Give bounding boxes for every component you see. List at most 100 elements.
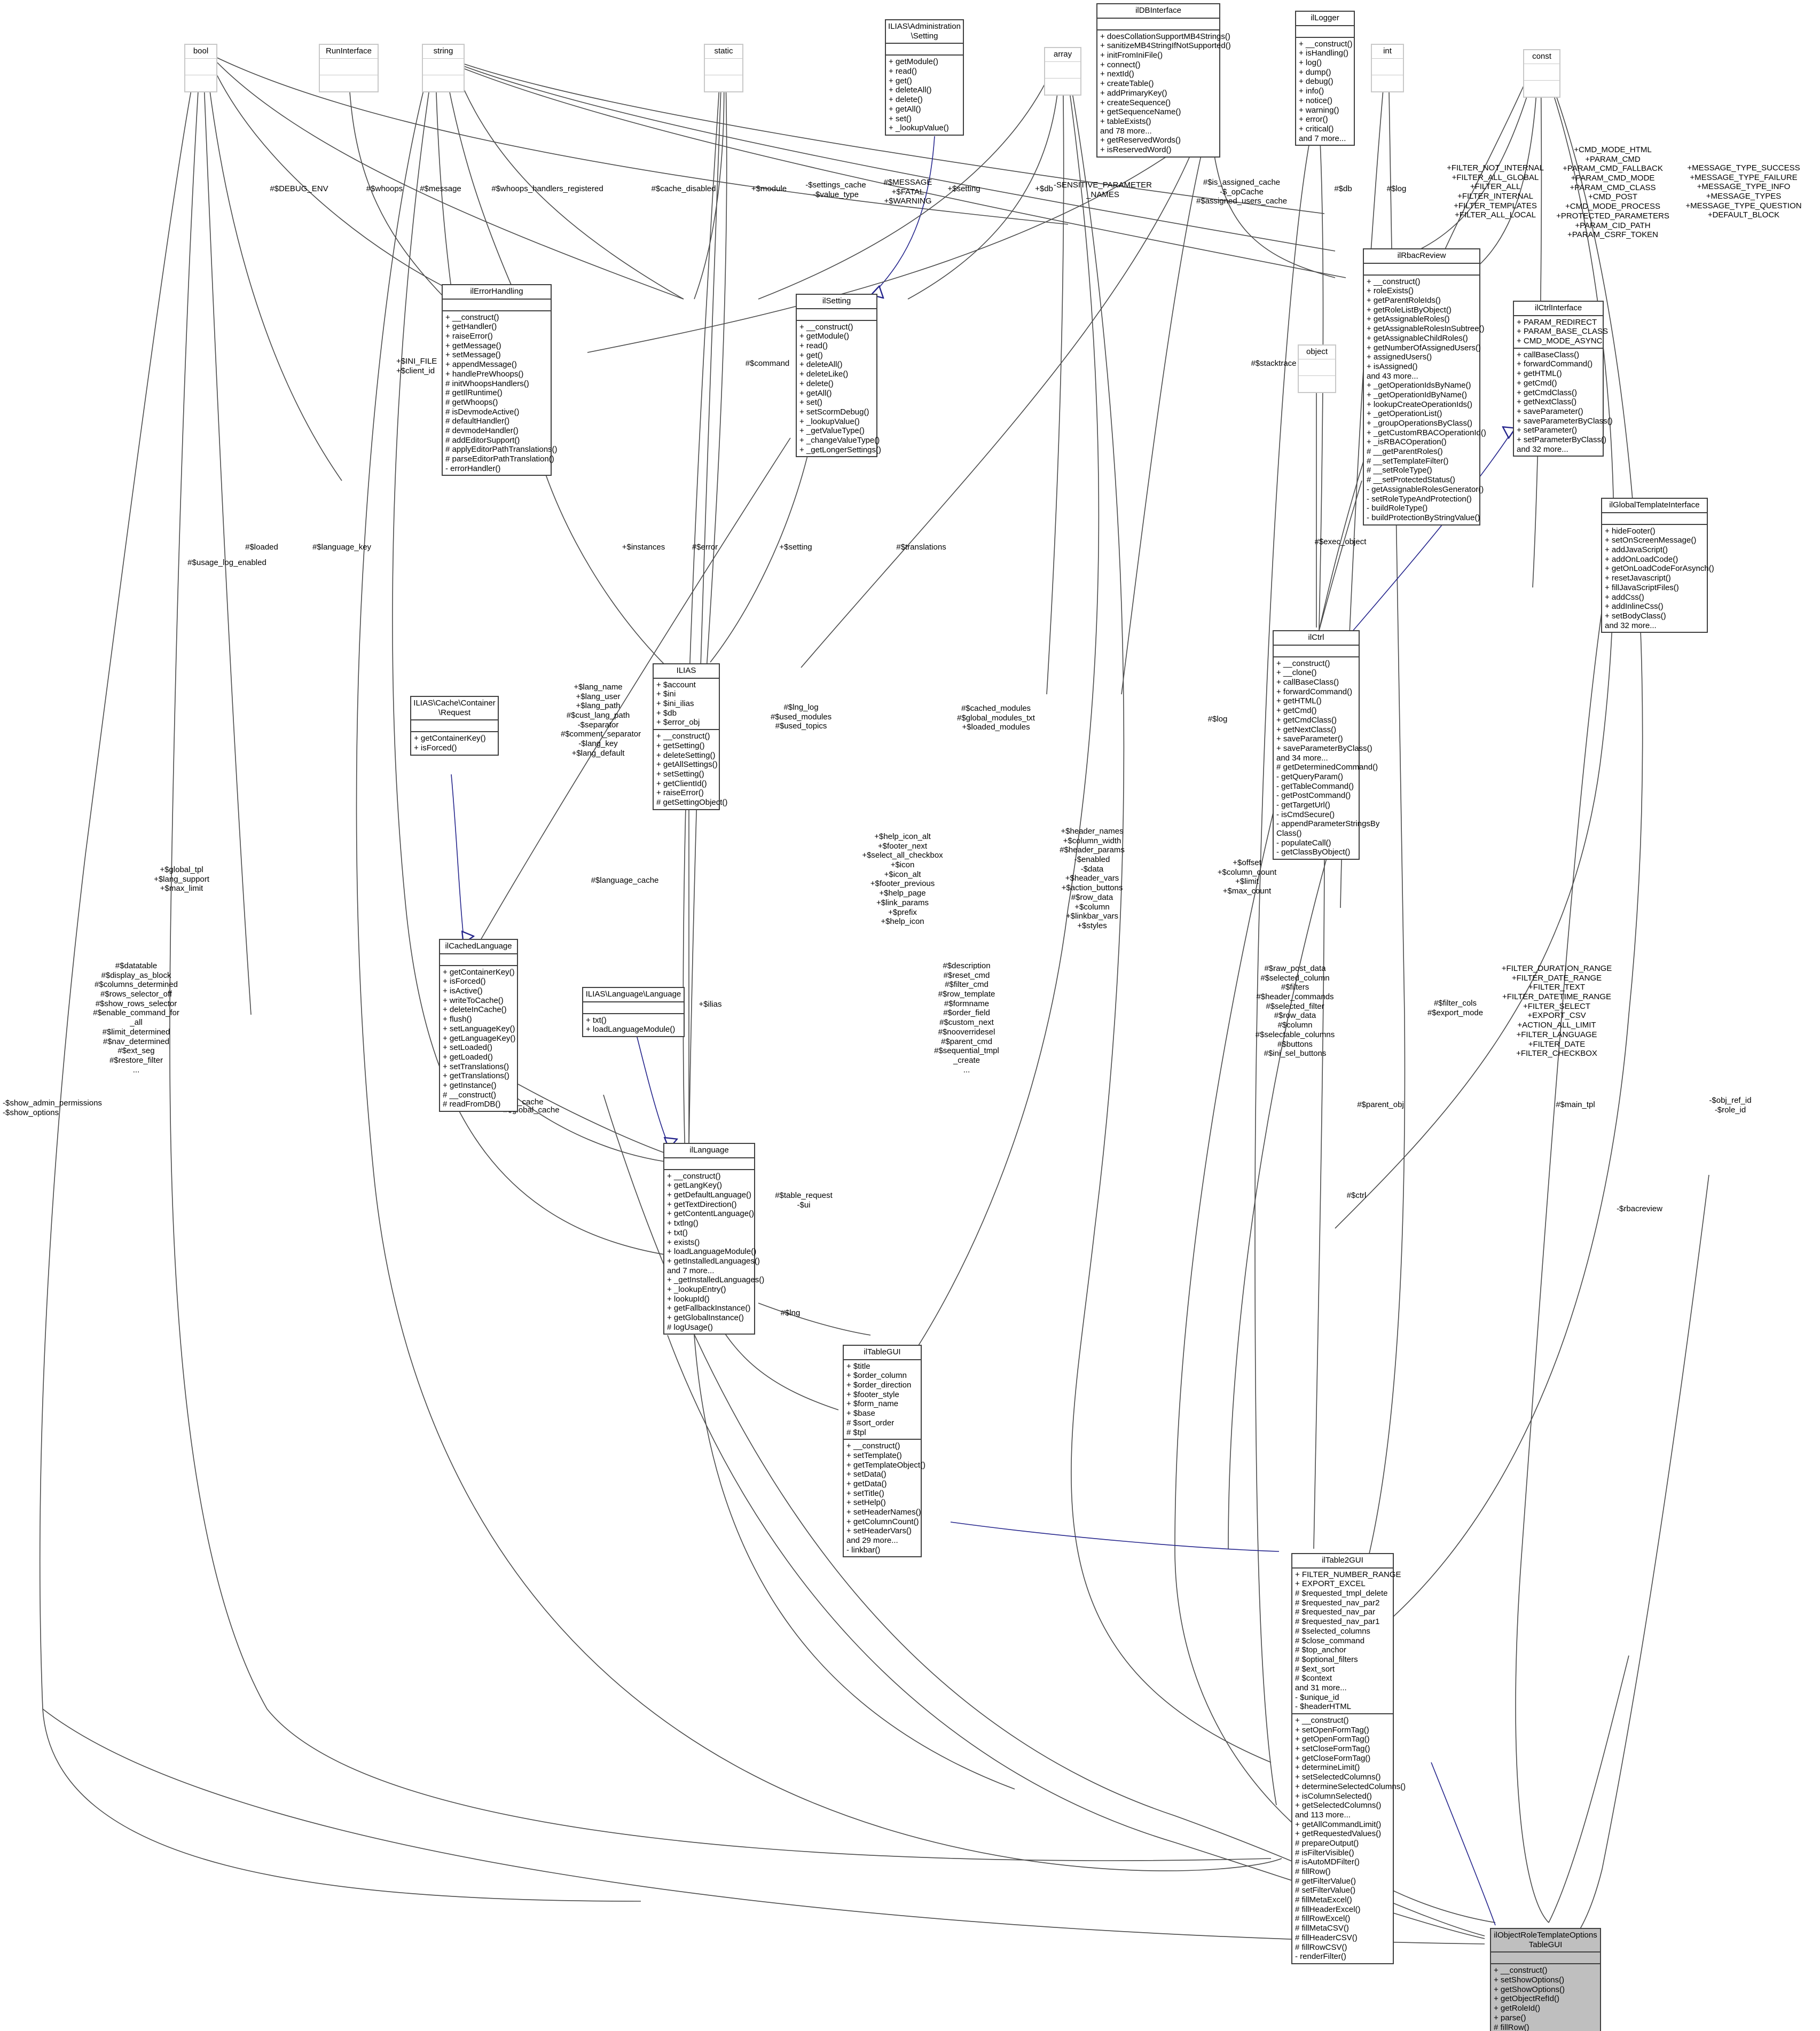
op-row: + forwardCommand() <box>1517 359 1593 369</box>
op-row: + __construct() <box>656 732 710 741</box>
uml-node-illanguage[interactable]: ilLanguage + __construct() + getLangKey(… <box>663 1143 764 1335</box>
op-row: + getAll() <box>799 388 832 398</box>
edge-label-header-names: +$header_names +$column_width #$header_p… <box>1060 827 1125 930</box>
edge-label-message: #$message <box>420 184 461 193</box>
op-row: # fillRowExcel() <box>1295 1914 1351 1924</box>
node-ops <box>1045 79 1080 95</box>
op-row: + setParameter() <box>1517 426 1577 435</box>
attr-row: # $requested_nav_par2 <box>1295 1598 1380 1607</box>
node-title: string <box>423 45 464 59</box>
node-title: ilSetting <box>797 295 876 309</box>
op-row: + deleteLike() <box>799 370 849 379</box>
uml-node-ilglobaltemplateinterface[interactable]: ilGlobalTemplateInterface + hideFooter()… <box>1601 498 1714 633</box>
op-row: + getTemplateObject() <box>846 1460 925 1470</box>
uml-node-iltablegui[interactable]: ilTableGUI + $title + $order_column + $o… <box>843 1345 925 1558</box>
op-row: # fillRow() <box>1494 2022 1529 2031</box>
op-row: # fillRowCSV() <box>1295 1942 1347 1952</box>
edge-label-cached-modules: #$cached_modules #$global_modules_txt +$… <box>957 704 1035 732</box>
attr-row: - $unique_id <box>1295 1692 1339 1702</box>
op-row: # fillHeaderExcel() <box>1295 1904 1361 1914</box>
op-row: # initWhoopsHandlers() <box>445 379 529 388</box>
node-title: ilCachedLanguage <box>440 940 517 954</box>
op-row: + isReservedWord() <box>1100 145 1172 154</box>
node-title: RunInterface <box>320 45 378 59</box>
op-row: + isForced() <box>443 977 486 986</box>
op-row: + sanitizeMB4StringIfNotSupported() <box>1100 41 1231 51</box>
attr-row: # $tpl <box>846 1428 866 1437</box>
uml-node-int[interactable]: int <box>1371 44 1404 92</box>
uml-node-ilias-cache-container-request[interactable]: ILIAS\Cache\Container \Request + getCont… <box>410 696 499 756</box>
uml-node-array[interactable]: array <box>1044 47 1081 96</box>
op-row: + txt() <box>586 1015 607 1025</box>
op-row: + hideFooter() <box>1605 526 1656 536</box>
uml-node-ildbinterface[interactable]: ilDBInterface + doesCollationSupportMB4S… <box>1096 3 1231 158</box>
op-row: + setCloseFormTag() <box>1295 1744 1370 1754</box>
edge-label-table-request: #$table_request -$ui <box>775 1191 833 1210</box>
node-ops: + doesCollationSupportMB4Strings() + san… <box>1097 30 1231 156</box>
op-row: + callBaseClass() <box>1517 350 1580 359</box>
uml-node-illogger[interactable]: ilLogger + __construct() + isHandling() … <box>1295 11 1355 146</box>
op-row: # logUsage() <box>667 1322 713 1332</box>
op-row: + __construct() <box>1295 1716 1349 1725</box>
node-ops: + getContainerKey() + isForced() + isAct… <box>440 966 517 1111</box>
op-row: + assignedUsers() <box>1367 352 1432 362</box>
op-row: + __construct() <box>846 1441 900 1451</box>
node-attrs <box>320 59 378 75</box>
edge-label-setting: +$setting <box>947 184 980 193</box>
op-row: + loadLanguageModule() <box>586 1025 676 1034</box>
node-ops: + __construct() + roleExists() + getPare… <box>1364 276 1486 524</box>
node-attrs <box>185 59 216 75</box>
op-row: + getNumberOfAssignedUsers() <box>1367 343 1481 352</box>
uml-node-iltable2gui[interactable]: ilTable2GUI + FILTER_NUMBER_RANGE + EXPO… <box>1291 1553 1406 1964</box>
uml-node-ilias[interactable]: ILIAS + $account + $ini + $ini_ilias + $… <box>653 663 727 810</box>
uml-node-ilerrorhandling[interactable]: ilErrorHandling + __construct() + getHan… <box>442 284 558 476</box>
uml-node-const[interactable]: const <box>1523 49 1560 98</box>
node-attrs <box>1274 646 1359 657</box>
op-row: + saveParameterByClass() <box>1276 743 1372 753</box>
op-row: + warning() <box>1299 105 1339 115</box>
uml-node-ilias-administration-setting[interactable]: ILIAS\Administration \Setting + getModul… <box>885 19 964 136</box>
op-row: # __setTemplateFilter() <box>1367 456 1449 466</box>
op-row: + notice() <box>1299 96 1332 105</box>
op-row: + getColumnCount() <box>846 1517 919 1526</box>
uml-node-static[interactable]: static <box>704 44 743 92</box>
uml-node-ilctrlinterface[interactable]: ilCtrlInterface + PARAM_REDIRECT + PARAM… <box>1513 301 1613 457</box>
node-ops <box>1372 75 1403 91</box>
op-row: + setSetting() <box>656 769 704 779</box>
node-attrs: + $title + $order_column + $order_direct… <box>844 1360 921 1440</box>
edge-label-offset: +$offset +$column_count +$limit +$max_co… <box>1217 858 1277 896</box>
op-row: + getCmdClass() <box>1517 388 1577 397</box>
op-row: + flush() <box>443 1015 472 1024</box>
uml-node-ilias-language-language[interactable]: ILIAS\Language\Language + txt() + loadLa… <box>582 987 685 1038</box>
op-row: + __construct() <box>445 312 499 322</box>
op-row: # getWhoops() <box>445 397 498 407</box>
op-row: + getAllSettings() <box>656 760 718 770</box>
op-row: + error() <box>1299 115 1328 124</box>
op-row: + getOpenFormTag() <box>1295 1735 1370 1744</box>
node-title: ILIAS\Administration \Setting <box>886 20 963 44</box>
node-attrs <box>440 954 517 966</box>
uml-node-ilsetting[interactable]: ilSetting + __construct() + getModule() … <box>796 294 881 458</box>
edge-label-usage-log-enabled: #$usage_log_enabled <box>187 558 266 567</box>
uml-node-ilctrl[interactable]: ilCtrl + __construct() + __clone() + cal… <box>1273 630 1379 860</box>
edge-label-sensitive-parameter-names: -SENSITIVE_PARAMETER _NAMES <box>1054 181 1152 199</box>
op-row: + determineLimit() <box>1295 1763 1360 1773</box>
op-row: + getNextClass() <box>1517 397 1577 407</box>
node-title: ilDBInterface <box>1097 4 1219 19</box>
uml-node-bool[interactable]: bool <box>184 44 217 92</box>
op-row: and 32 more... <box>1517 444 1568 454</box>
uml-node-ilobjectroletemplateoptionstablegui[interactable]: ilObjectRoleTemplateOptions TableGUI + _… <box>1490 1928 1601 2031</box>
uml-node-string[interactable]: string <box>422 44 465 92</box>
op-row: # addEditorSupport() <box>445 435 520 445</box>
op-row: + getModule() <box>799 332 849 341</box>
uml-node-ilcachedlanguage[interactable]: ilCachedLanguage + getContainerKey() + i… <box>439 939 518 1112</box>
edge-label-whoops-handlers-registered: #$whoops_handlers_registered <box>491 184 603 193</box>
uml-node-ilrbacreview[interactable]: ilRbacReview + __construct() + roleExist… <box>1363 248 1486 526</box>
uml-node-runinterface[interactable]: RunInterface <box>319 44 379 92</box>
edge-label-instances: +$instances <box>622 543 665 552</box>
node-ops <box>185 75 216 91</box>
op-row: + dump() <box>1299 67 1331 77</box>
uml-node-object[interactable]: object <box>1298 344 1336 393</box>
op-row: and 43 more... <box>1367 371 1418 381</box>
op-row: # applyEditorPathTranslations() <box>445 445 558 454</box>
